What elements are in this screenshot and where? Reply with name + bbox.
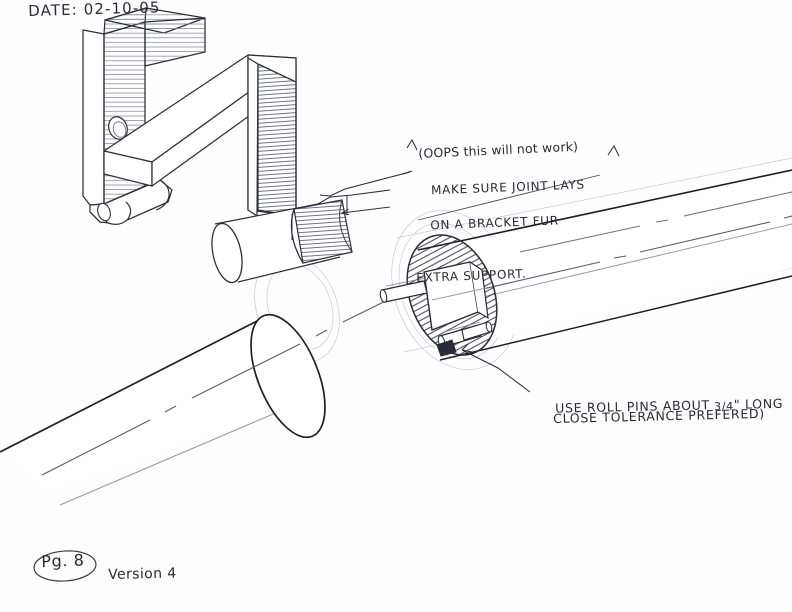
large-tube-right — [417, 169, 792, 361]
caret-left — [406, 138, 418, 151]
collar-arrow — [342, 206, 391, 213]
large-tube-left-end — [250, 313, 326, 439]
large-tube-left — [0, 287, 413, 506]
roll-pin-left — [379, 277, 428, 303]
leader-to-collar — [319, 171, 411, 197]
ring-notch — [436, 339, 457, 357]
page-number: Pg. 8 — [41, 550, 85, 571]
leader-lines — [319, 138, 620, 393]
small-tube-end — [211, 222, 243, 284]
small-tube-collar — [293, 199, 353, 264]
bracket-note-line-3: EXTRA SUPPORT. — [416, 266, 527, 285]
leader-to-ring — [461, 349, 531, 393]
bracket-support-annotation: MAKE SURE JOINT LAYS ON A BRACKET FUR EX… — [412, 158, 590, 322]
roll-pin-inner — [461, 321, 493, 341]
roll-pin-ring — [379, 234, 498, 357]
small-tube — [211, 189, 391, 284]
bracket-assembly — [82, 7, 297, 225]
bracket-note-line-2: ON A BRACKET FUR — [430, 212, 560, 232]
page-number-circle — [33, 550, 97, 582]
caret-right — [607, 144, 620, 157]
bracket-right-leg-hatched — [257, 63, 297, 217]
version-label: Version 4 — [108, 565, 177, 583]
bracket-note-line-1: MAKE SURE JOINT LAYS — [430, 176, 585, 197]
